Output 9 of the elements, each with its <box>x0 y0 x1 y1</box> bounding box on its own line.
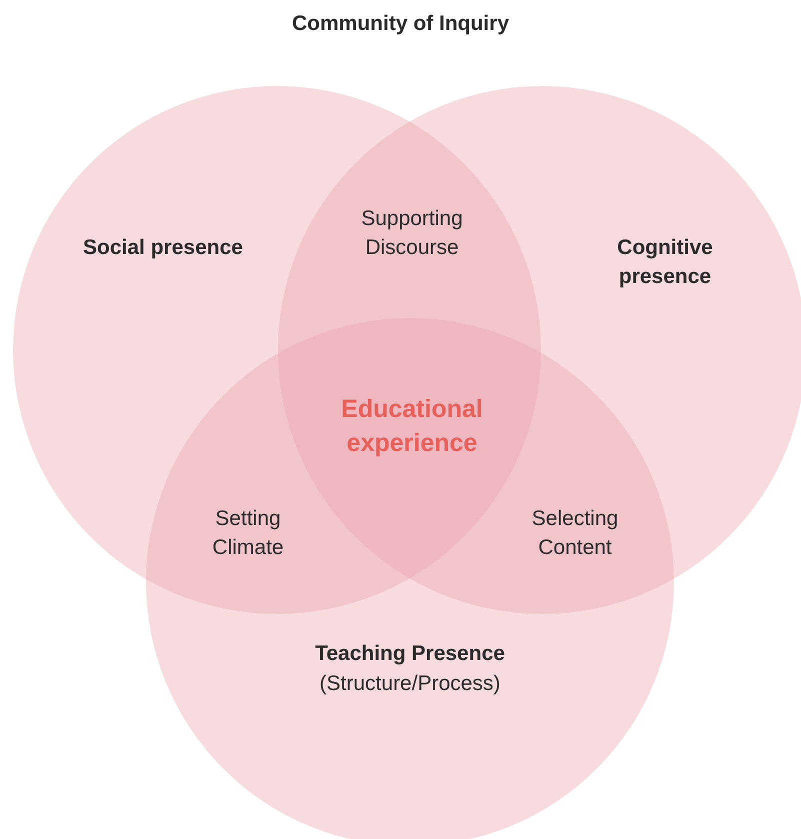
overlap-label: Setting Climate <box>211 506 285 561</box>
center-label: Educational experience <box>340 394 484 459</box>
overlap-label: Selecting Content <box>530 506 620 561</box>
circle-title: Social presence <box>83 235 243 261</box>
circle-title: Cognitive presence <box>616 235 714 290</box>
circle-title: Teaching Presence <box>314 641 506 667</box>
circle-subtitle: (Structure/Process) <box>318 671 502 697</box>
overlap-label: Supporting Discourse <box>360 206 464 261</box>
diagram-title: Community of Inquiry <box>291 12 510 36</box>
